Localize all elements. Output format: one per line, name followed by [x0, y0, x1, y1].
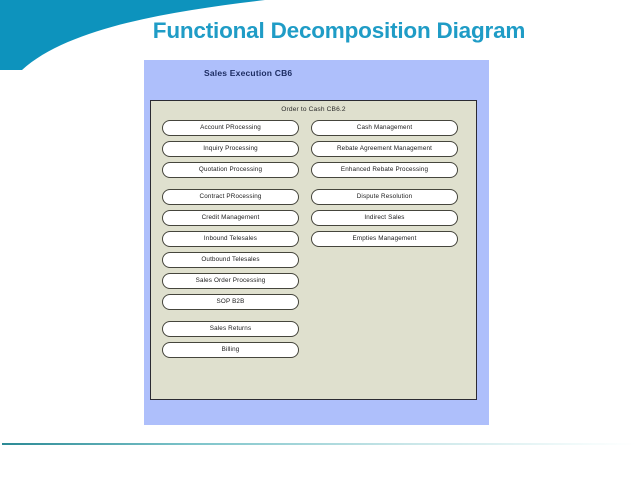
- function-box[interactable]: Quotation Processing: [162, 162, 299, 178]
- function-box[interactable]: Rebate Agreement Management: [311, 141, 458, 157]
- function-box-label: Enhanced Rebate Processing: [340, 165, 429, 173]
- function-box[interactable]: Billing: [162, 342, 299, 358]
- function-box[interactable]: Sales Returns: [162, 321, 299, 337]
- function-box-label: Cash Management: [356, 123, 413, 131]
- left-column-group-2: Contract PRocessing Credit Management In…: [162, 189, 299, 310]
- function-box-label: Contract PRocessing: [199, 192, 262, 200]
- function-box[interactable]: Contract PRocessing: [162, 189, 299, 205]
- function-box-label: Outbound Telesales: [201, 255, 260, 263]
- function-box-label: SOP B2B: [216, 297, 245, 305]
- function-box-label: Credit Management: [201, 213, 260, 221]
- function-box[interactable]: Inquiry Processing: [162, 141, 299, 157]
- function-box-label: Inbound Telesales: [203, 234, 258, 242]
- function-box[interactable]: Credit Management: [162, 210, 299, 226]
- function-box-label: Inquiry Processing: [203, 144, 258, 152]
- order-to-cash-label: Order to Cash CB6.2: [281, 106, 346, 113]
- function-box-label: Empties Management: [352, 234, 417, 242]
- left-column-group-1: Account PRocessing Inquiry Processing Qu…: [162, 120, 299, 178]
- function-box[interactable]: Account PRocessing: [162, 120, 299, 136]
- function-box[interactable]: Sales Order Processing: [162, 273, 299, 289]
- function-box-label: Billing: [221, 345, 240, 353]
- function-box-label: Dispute Resolution: [356, 192, 413, 200]
- function-box-label: Rebate Agreement Management: [336, 144, 433, 152]
- page-title: Functional Decomposition Diagram: [152, 18, 526, 43]
- function-box[interactable]: Indirect Sales: [311, 210, 458, 226]
- right-column: Cash Management Rebate Agreement Managem…: [311, 120, 458, 247]
- left-column: Account PRocessing Inquiry Processing Qu…: [162, 120, 299, 358]
- function-box-label: Account PRocessing: [200, 123, 261, 131]
- function-box[interactable]: Empties Management: [311, 231, 458, 247]
- function-box-label: Sales Order Processing: [195, 276, 266, 284]
- function-box[interactable]: Dispute Resolution: [311, 189, 458, 205]
- function-box[interactable]: Enhanced Rebate Processing: [311, 162, 458, 178]
- right-column-group-2: Dispute Resolution Indirect Sales Emptie…: [311, 189, 458, 247]
- function-box-label: Quotation Processing: [198, 165, 263, 173]
- sales-execution-panel: Sales Execution CB6 Order to Cash CB6.2 …: [144, 60, 489, 425]
- function-box[interactable]: Inbound Telesales: [162, 231, 299, 247]
- order-to-cash-box: Order to Cash CB6.2 Account PRocessing I…: [150, 100, 477, 400]
- function-box[interactable]: SOP B2B: [162, 294, 299, 310]
- function-box[interactable]: Outbound Telesales: [162, 252, 299, 268]
- left-column-group-3: Sales Returns Billing: [162, 321, 299, 358]
- function-box-label: Indirect Sales: [364, 213, 405, 221]
- right-column-group-1: Cash Management Rebate Agreement Managem…: [311, 120, 458, 178]
- footer-divider: [2, 443, 636, 445]
- function-box-label: Sales Returns: [209, 324, 252, 332]
- function-box[interactable]: Cash Management: [311, 120, 458, 136]
- sales-execution-label: Sales Execution CB6: [204, 68, 293, 78]
